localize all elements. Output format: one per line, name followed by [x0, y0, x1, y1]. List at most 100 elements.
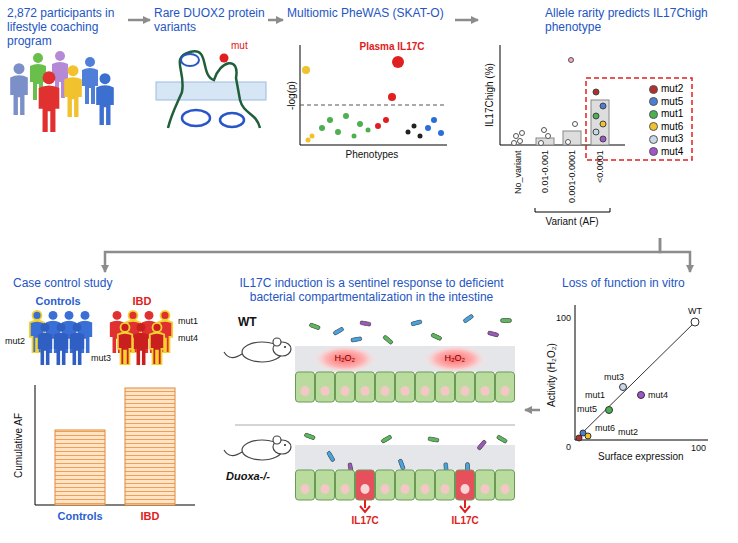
drawing-part	[535, 208, 610, 212]
text-label: 100	[691, 443, 706, 453]
drawing-part	[388, 93, 396, 101]
drawing-part	[392, 56, 404, 68]
text-label: mut2	[5, 336, 25, 346]
epithelial-cell	[396, 372, 415, 402]
drawing-part	[220, 113, 244, 127]
epithelial-cell	[496, 470, 515, 500]
drawing-part	[313, 345, 377, 373]
text-label: Variant (AF)	[546, 216, 599, 228]
drawing-part	[304, 314, 512, 474]
panel: Rare DUOX2 protein variants	[150, 2, 268, 142]
text-label: -log(p)	[286, 81, 298, 110]
flow-arrow	[525, 409, 540, 412]
cell-nucleus	[301, 386, 310, 396]
bacterium	[431, 333, 443, 341]
text-label: mut5	[577, 404, 597, 414]
drawing-part	[575, 305, 576, 440]
text-label: Controls	[58, 510, 103, 523]
text-label: WT	[688, 306, 702, 316]
drawing-part	[235, 425, 515, 426]
epithelial-cell	[396, 470, 415, 500]
drawing-part	[575, 440, 708, 441]
epithelial-cell	[356, 372, 375, 402]
drawing-part	[600, 121, 606, 127]
protein-illustration	[156, 51, 266, 128]
panel-heading: IL17C induction is a sentinel response t…	[222, 276, 521, 304]
text-label: Duoxa-/-	[226, 470, 270, 483]
text-label: IL17C	[452, 515, 479, 527]
cell-nucleus	[321, 484, 330, 494]
text-label: mut1	[178, 316, 198, 326]
panel: Allele rarity predicts IL17Chigh phenoty…	[478, 2, 735, 238]
epithelial-cell	[356, 470, 375, 500]
epithelial-cell	[376, 372, 395, 402]
epithelial-cell	[416, 372, 435, 402]
cell-nucleus	[461, 484, 470, 494]
cell-nucleus	[501, 484, 510, 494]
text-label: mut4	[178, 333, 198, 343]
text-label: Controls	[36, 295, 81, 308]
epithelial-cell	[476, 372, 495, 402]
bacterium	[411, 320, 423, 327]
drawing-part	[593, 129, 599, 135]
drawing-part	[591, 100, 609, 145]
rarity-bar-chart	[500, 45, 692, 212]
panel-heading: 2,872 participants in lifestyle coaching…	[7, 6, 125, 48]
legend-entry: mut2	[649, 83, 683, 95]
bacterium	[333, 327, 345, 336]
epithelial-cell	[436, 372, 455, 402]
cell-nucleus	[381, 386, 390, 396]
cell-nucleus	[481, 484, 490, 494]
drawing-part	[620, 384, 627, 391]
drawing-part	[319, 125, 325, 131]
cell-nucleus	[501, 386, 510, 396]
cell-nucleus	[381, 484, 390, 494]
drawing-part	[296, 372, 515, 500]
legend-entry: mut6	[649, 121, 683, 133]
text-label: <0.0001	[595, 150, 605, 183]
text-label: mut4	[648, 390, 668, 400]
drawing-part	[82, 57, 98, 104]
legend-swatch	[649, 147, 658, 156]
bacterium	[382, 335, 393, 345]
cell-nucleus	[341, 484, 350, 494]
panel-heading: Loss of function in vitro	[562, 276, 732, 290]
text-label: 0.001-0.0001	[567, 150, 577, 203]
drawing-part	[357, 121, 363, 127]
cell-nucleus	[401, 386, 410, 396]
drawing-part	[55, 430, 105, 505]
drawing-part	[54, 323, 68, 365]
drawing-part	[566, 140, 571, 145]
panel-heading: Multiomic PheWAS (SKAT-O)	[287, 6, 453, 20]
drawing-part	[343, 113, 349, 119]
drawing-part	[39, 71, 60, 132]
legend-entry: mut4	[649, 146, 683, 158]
text-label: H₂O₂	[335, 353, 356, 363]
epithelial-cell	[436, 470, 455, 500]
drawing-part	[70, 323, 84, 365]
text-label: Phenotypes	[346, 149, 399, 161]
flow-arrow	[660, 238, 690, 272]
text-label: 0	[566, 442, 571, 452]
bacterium	[501, 319, 512, 323]
text-label: IL17C	[352, 515, 379, 527]
panel: Case control study	[5, 272, 212, 534]
drawing-part	[35, 385, 36, 505]
drawing-part	[563, 131, 581, 145]
cell-nucleus	[361, 484, 370, 494]
drawing-part	[438, 130, 444, 136]
drawing-part	[156, 82, 266, 100]
epithelial-cell	[456, 470, 475, 500]
drawing-part	[352, 134, 357, 139]
text-label: IL17Chigh (%)	[484, 63, 496, 127]
bacterium	[496, 435, 508, 444]
drawing-part	[431, 117, 437, 123]
drawing-part	[295, 445, 515, 470]
drawing-part	[500, 45, 501, 145]
legend-text: mut4	[661, 146, 683, 158]
drawing-part	[310, 134, 315, 139]
drawing-part	[335, 129, 341, 135]
cell-nucleus	[481, 386, 490, 396]
drawing-part	[514, 134, 519, 139]
epithelial-cell	[316, 372, 335, 402]
